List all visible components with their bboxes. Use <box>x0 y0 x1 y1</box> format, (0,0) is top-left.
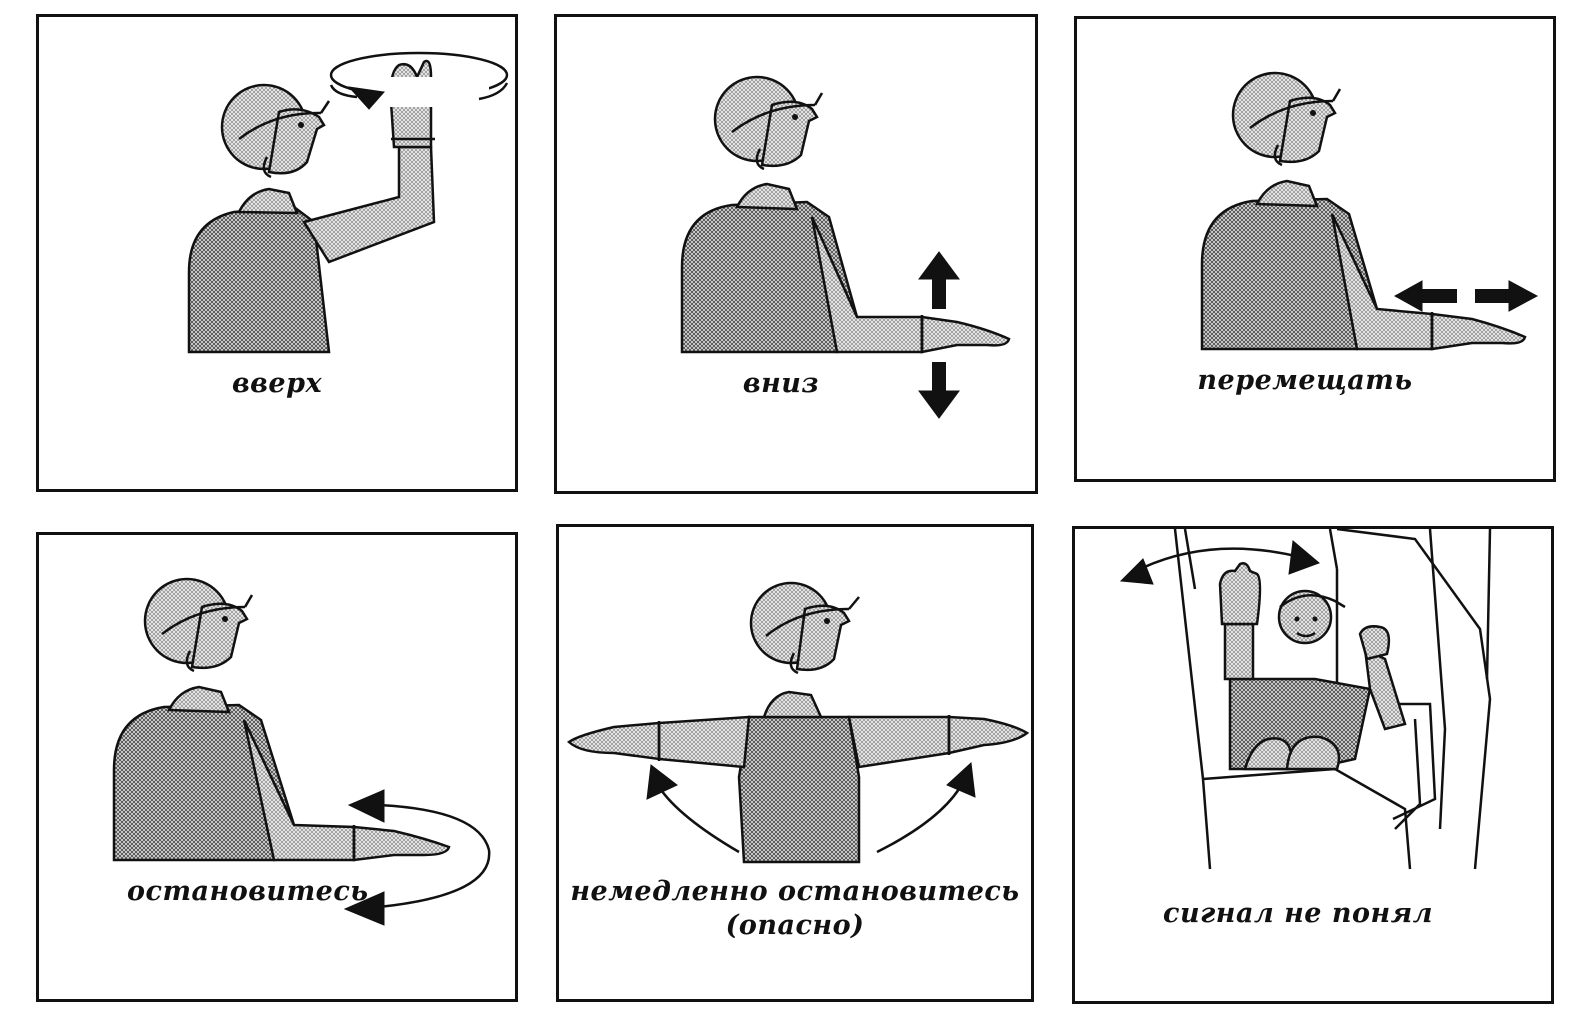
signal-move-illustration <box>1200 71 1539 351</box>
signal-panel-move: перемещать <box>1074 16 1556 482</box>
signal-panel-not-understood: сигнал не понял <box>1072 526 1554 1004</box>
signal-label-up: вверх <box>231 368 323 399</box>
signal-stop-illustration <box>112 577 491 926</box>
signal-down-illustration <box>680 75 1011 419</box>
signal-panel-up: вверх <box>36 14 518 492</box>
signal-label-move: перемещать <box>1197 365 1413 396</box>
signal-panel-down: вниз <box>554 14 1038 494</box>
signal-label-emergency-stop: немедленно остановитесь (опасно) <box>570 876 1020 941</box>
signal-panel-stop: остановитесь <box>36 532 518 1002</box>
signal-label-down: вниз <box>742 368 820 399</box>
signal-not-understood-illustration <box>1119 529 1492 870</box>
signal-label-not-understood: сигнал не понял <box>1163 898 1433 929</box>
signal-emergency-stop-illustration <box>567 581 1030 864</box>
signal-panel-emergency-stop: немедленно остановитесь (опасно) <box>556 524 1034 1002</box>
signal-label-stop: остановитесь <box>127 876 369 907</box>
signal-up-illustration <box>187 51 509 354</box>
